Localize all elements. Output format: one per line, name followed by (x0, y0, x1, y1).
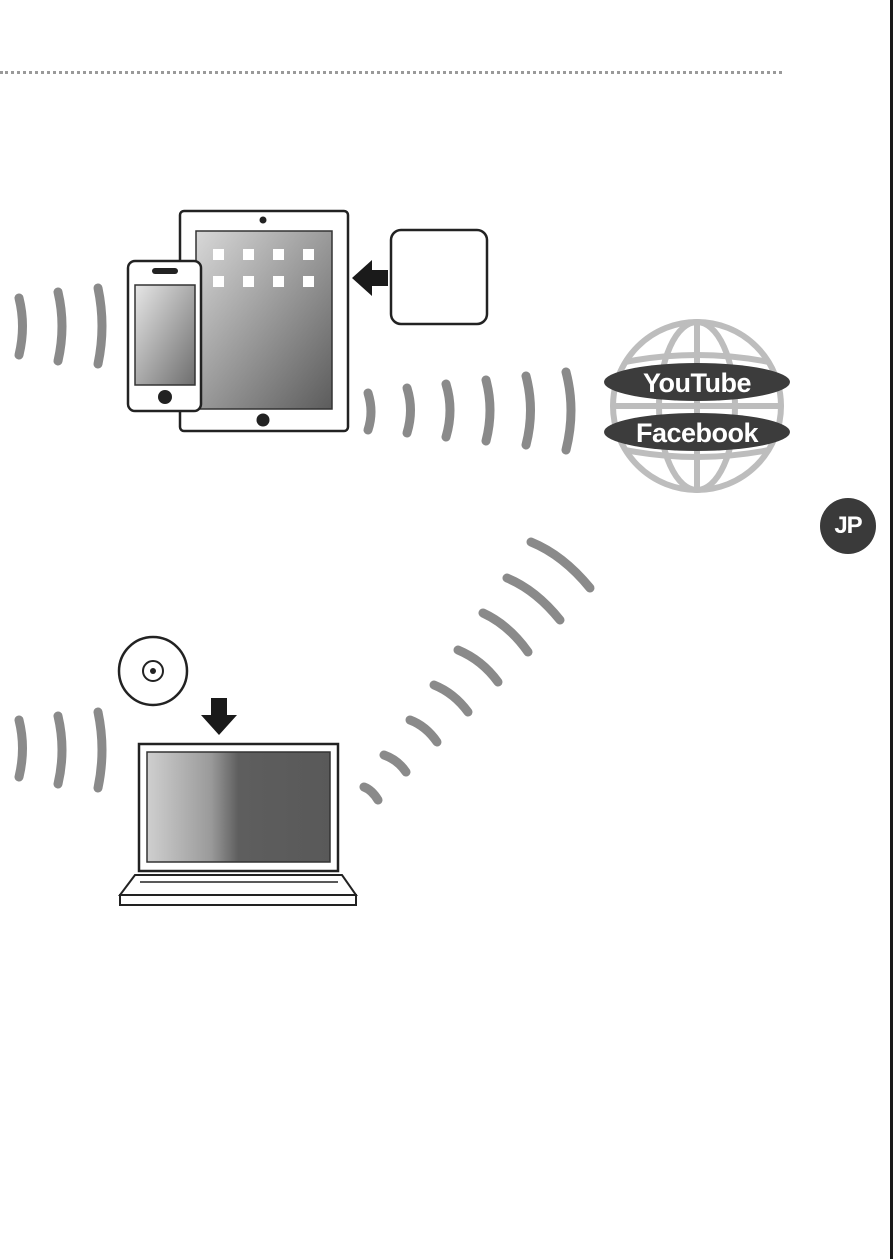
language-badge: JP (820, 498, 876, 554)
app-box (389, 228, 489, 326)
left-waves-top (14, 283, 107, 369)
dotted-separator (0, 71, 782, 74)
waves-laptop-to-globe (359, 537, 595, 805)
page-edge-bar (890, 0, 893, 1259)
disc-icon (117, 635, 189, 707)
tablet-device (178, 209, 350, 433)
smartphone-device (126, 259, 203, 413)
arrow-left-icon (352, 260, 388, 296)
facebook-label: Facebook (604, 413, 790, 451)
tablet-app-grid (213, 249, 314, 287)
waves-tablet-to-globe (363, 367, 576, 455)
globe-icon (610, 319, 784, 493)
arrow-down-icon (201, 698, 237, 735)
youtube-label: YouTube (604, 363, 790, 401)
youtube-text: YouTube (643, 368, 751, 398)
facebook-text: Facebook (636, 418, 760, 448)
laptop-device (118, 742, 358, 906)
left-waves-bottom (14, 707, 107, 793)
